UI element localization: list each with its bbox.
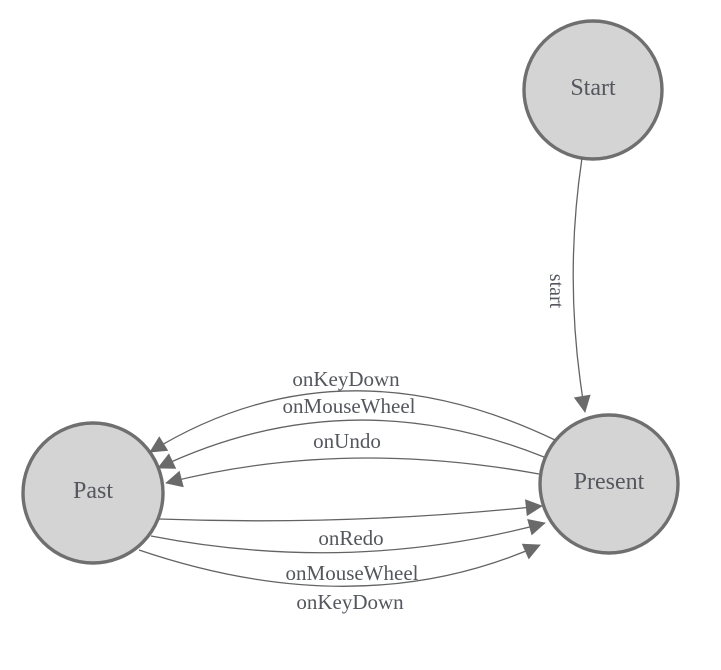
transition-edge-past-to-present: [158, 499, 543, 522]
state-node-past: [21, 421, 165, 565]
transition-edge-past-to-present: [150, 518, 546, 554]
state-node-present: [538, 413, 680, 555]
edges-layer: [138, 157, 591, 587]
transition-label-onKeyDown: onKeyDown: [292, 367, 400, 391]
state-label-present: Present: [574, 469, 645, 495]
transition-edge-past-to-present: [138, 543, 541, 587]
transition-edge-present-to-past: [157, 419, 545, 469]
transition-label-onMouseWheel: onMouseWheel: [286, 561, 419, 585]
transition-edge-start-to-present: [572, 157, 591, 413]
transition-label-onUndo: onUndo: [313, 429, 381, 453]
state-label-past: Past: [73, 478, 113, 504]
transition-label-onMouseWheel: onMouseWheel: [283, 394, 416, 418]
transition-edge-present-to-past: [149, 390, 556, 453]
transition-label-onKeyDown: onKeyDown: [296, 590, 404, 614]
transition-label-onRedo: onRedo: [318, 526, 383, 550]
edge-labels-layer: start onKeyDown onMouseWheel onUndo onRedo on…: [283, 274, 567, 614]
state-label-start: Start: [570, 75, 616, 101]
transition-edge-present-to-past: [165, 457, 540, 488]
state-node-start: [522, 19, 664, 161]
transition-label-start: start: [545, 274, 567, 309]
